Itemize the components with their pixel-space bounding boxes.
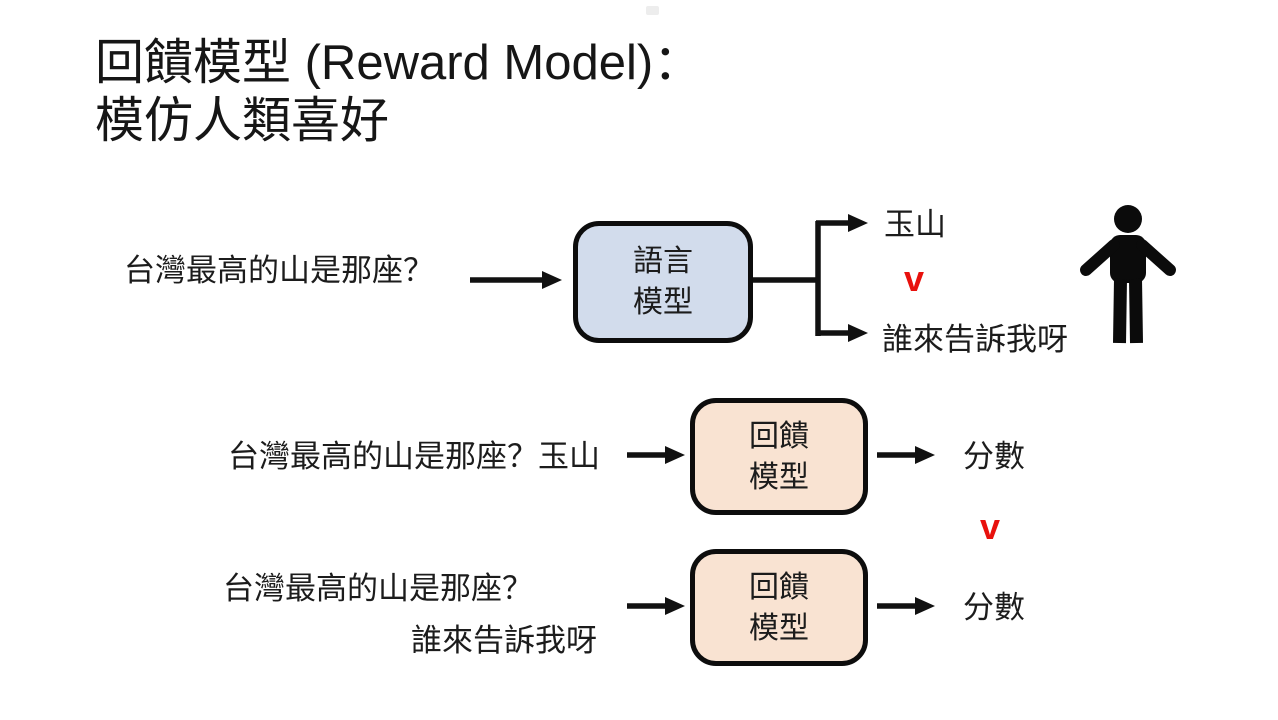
lm-output-top-text: 玉山	[884, 207, 946, 242]
slide-title-line2: 模仿人類喜好	[95, 94, 390, 148]
language-model-box: 語言 模型	[573, 221, 753, 343]
rm-bottom-input-line2: 誰來告訴我呀	[411, 623, 597, 658]
shrugging-person-icon	[1080, 205, 1176, 344]
reward-model-top-label-line1: 回饋	[749, 419, 809, 453]
lm-output-bottom-text: 誰來告訴我呀	[882, 322, 1068, 357]
rm-top-score-text: 分數	[963, 439, 1025, 474]
preference-symbol-scores: v	[980, 506, 1001, 547]
reward-model-top-label-line2: 模型	[749, 460, 809, 494]
reward-model-bottom-label-line2: 模型	[749, 611, 809, 645]
lm-prompt-text: 台灣最高的山是那座？	[124, 253, 434, 288]
reward-model-box-bottom: 回饋 模型	[690, 549, 868, 666]
slide-title-line1: 回饋模型 (Reward Model)：	[95, 36, 703, 90]
slide-title: 回饋模型 (Reward Model)： 模仿人類喜好	[95, 34, 702, 150]
reward-model-box-top: 回饋 模型	[690, 398, 868, 515]
language-model-label-line1: 語言	[633, 245, 693, 278]
language-model-label-line2: 模型	[633, 286, 693, 319]
preference-symbol-responses: v	[904, 258, 925, 299]
rm-bottom-score-text: 分數	[963, 590, 1025, 625]
rm-bottom-input-line1: 台灣最高的山是那座？	[223, 571, 533, 606]
rm-top-input-text: 台灣最高的山是那座？玉山	[228, 439, 600, 474]
reward-model-bottom-label-line1: 回饋	[749, 570, 809, 604]
artifact-mark	[646, 6, 659, 15]
